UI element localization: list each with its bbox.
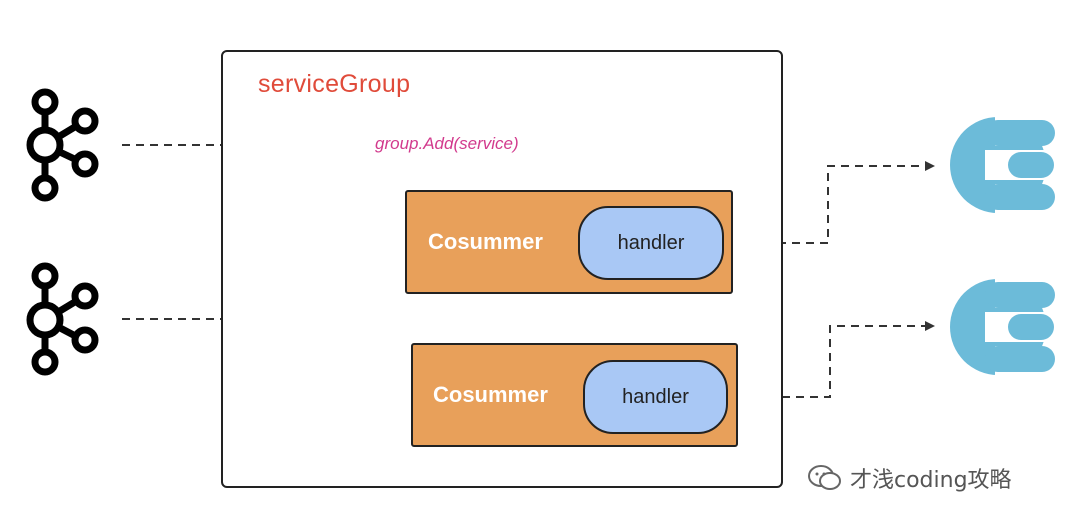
chat-bubble-icon [808,465,841,490]
watermark-text: 才浅coding攻略 [850,468,1012,493]
elastic-icon [950,112,1065,218]
watermark: 才浅coding攻略 [808,462,1012,494]
group-add-label: group.Add(service) [375,134,519,153]
kafka-icon [26,262,99,376]
handler-1-to-sink-1-connector [722,161,935,244]
kafka-icon [26,88,99,202]
consumer-label: Cosummer [428,229,543,254]
handler-box: handler [583,360,728,434]
elastic-icon [950,274,1065,380]
handler-2-to-sink-2-connector [726,321,935,398]
handler-box: handler [578,206,724,280]
consumer-label: Cosummer [433,382,548,407]
service-group-title: serviceGroup [258,70,411,98]
